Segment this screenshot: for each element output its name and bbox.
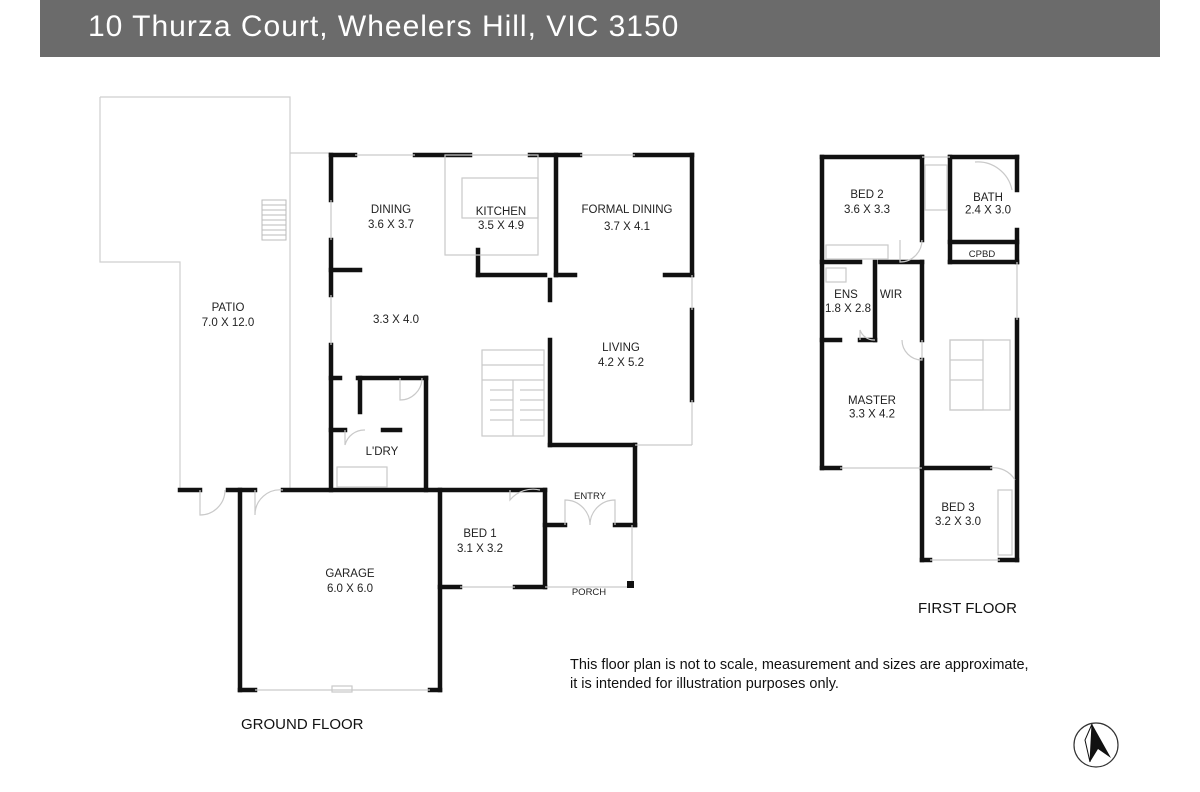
room-label-master: MASTER bbox=[848, 395, 896, 407]
patio-steps bbox=[261, 199, 287, 241]
room-size-garage: 6.0 X 6.0 bbox=[327, 583, 373, 595]
room-label-cpbd: CPBD bbox=[969, 249, 996, 260]
room-size-formal-dining: 3.7 X 4.1 bbox=[604, 221, 650, 233]
room-label-bath: BATH bbox=[973, 192, 1003, 204]
ground-floor-caption: GROUND FLOOR bbox=[241, 716, 364, 733]
north-arrow-icon bbox=[1073, 722, 1119, 768]
room-label-bed1: BED 1 bbox=[463, 528, 496, 540]
header-bar: 10 Thurza Court, Wheelers Hill, VIC 3150 bbox=[40, 0, 1160, 57]
disclaimer-text: This floor plan is not to scale, measure… bbox=[570, 656, 1029, 694]
room-labels: PATIO 7.0 X 12.0 DINING 3.6 X 3.7 KITCHE… bbox=[202, 189, 1011, 598]
room-label-formal-dining: FORMAL DINING bbox=[582, 204, 673, 216]
room-label-patio: PATIO bbox=[212, 302, 245, 314]
room-size-master: 3.3 X 4.2 bbox=[849, 408, 895, 420]
room-label-dining: DINING bbox=[371, 204, 411, 216]
first-floor-caption: FIRST FLOOR bbox=[918, 600, 1017, 617]
room-label-laundry: L'DRY bbox=[366, 446, 399, 458]
room-size-ens: 1.8 X 2.8 bbox=[825, 303, 871, 315]
room-label-bed3: BED 3 bbox=[941, 502, 974, 514]
room-size-living: 4.2 X 5.2 bbox=[598, 357, 644, 369]
room-label-ens: ENS bbox=[834, 289, 858, 301]
ground-floor-windows bbox=[199, 154, 693, 693]
first-floor-walls bbox=[819, 154, 1020, 563]
disclaimer-line-2: it is intended for illustration purposes… bbox=[570, 676, 839, 692]
room-size-bath: 2.4 X 3.0 bbox=[965, 204, 1011, 216]
room-size-bed3: 3.2 X 3.0 bbox=[935, 516, 981, 528]
room-size-family: 3.3 X 4.0 bbox=[373, 314, 419, 326]
room-label-porch: PORCH bbox=[572, 587, 606, 598]
room-label-bed2: BED 2 bbox=[850, 189, 883, 201]
room-label-wir: WIR bbox=[880, 289, 902, 301]
property-address-title: 10 Thurza Court, Wheelers Hill, VIC 3150 bbox=[88, 10, 680, 43]
room-size-kitchen: 3.5 X 4.9 bbox=[478, 220, 524, 232]
room-label-garage: GARAGE bbox=[325, 568, 375, 580]
first-floor-plan bbox=[819, 154, 1020, 563]
room-label-living: LIVING bbox=[602, 342, 640, 354]
ground-floor-walls bbox=[177, 152, 695, 693]
patio-outline bbox=[99, 96, 330, 490]
room-label-entry: ENTRY bbox=[574, 491, 607, 502]
room-size-bed1: 3.1 X 3.2 bbox=[457, 543, 503, 555]
porch-post bbox=[627, 581, 634, 588]
disclaimer-line-1: This floor plan is not to scale, measure… bbox=[570, 657, 1029, 673]
room-size-dining: 3.6 X 3.7 bbox=[368, 219, 414, 231]
ground-floor-plan bbox=[99, 96, 695, 693]
room-size-patio: 7.0 X 12.0 bbox=[202, 317, 254, 329]
room-size-bed2: 3.6 X 3.3 bbox=[844, 204, 890, 216]
room-label-kitchen: KITCHEN bbox=[476, 206, 526, 218]
first-floor-windows bbox=[825, 156, 1018, 561]
